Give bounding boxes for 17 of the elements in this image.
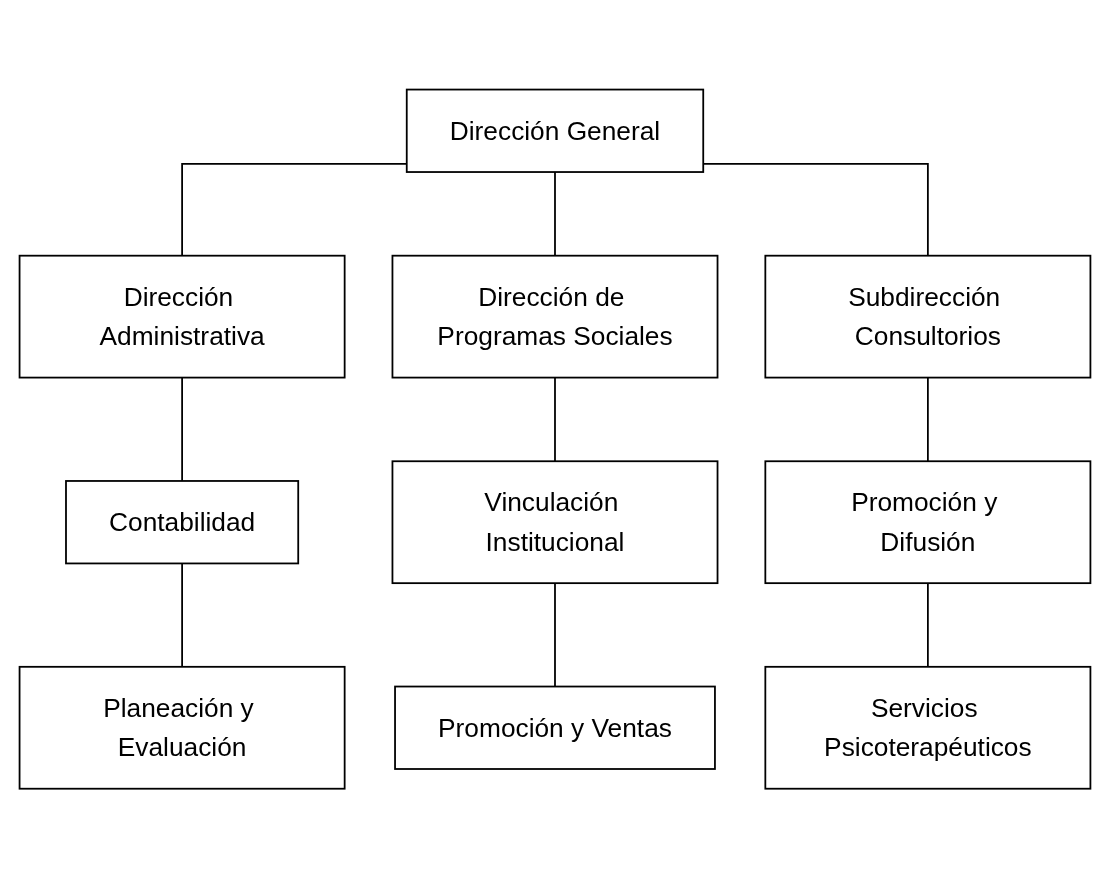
connector (554, 171, 556, 257)
connector (927, 582, 929, 669)
connector (554, 377, 556, 463)
node-box: Promoción y Ventas (394, 686, 716, 771)
node-box: Dirección de Programas Sociales (391, 255, 719, 379)
connector (181, 562, 183, 669)
node-box: Planeación y Evaluación (18, 666, 346, 790)
node-box: Promoción y Difusión (764, 460, 1092, 585)
connector (181, 377, 183, 483)
node-box: Dirección General (405, 89, 705, 174)
node-box: Contabilidad (65, 480, 300, 565)
connector (927, 377, 929, 463)
node-box: Servicios Psicoterapéuticos (764, 666, 1092, 790)
node-box: Subdirección Consultorios (764, 255, 1092, 379)
node-box: Dirección Administrativa (18, 255, 346, 379)
connector (554, 582, 556, 688)
node-box: Vinculación Institucional (391, 460, 719, 585)
